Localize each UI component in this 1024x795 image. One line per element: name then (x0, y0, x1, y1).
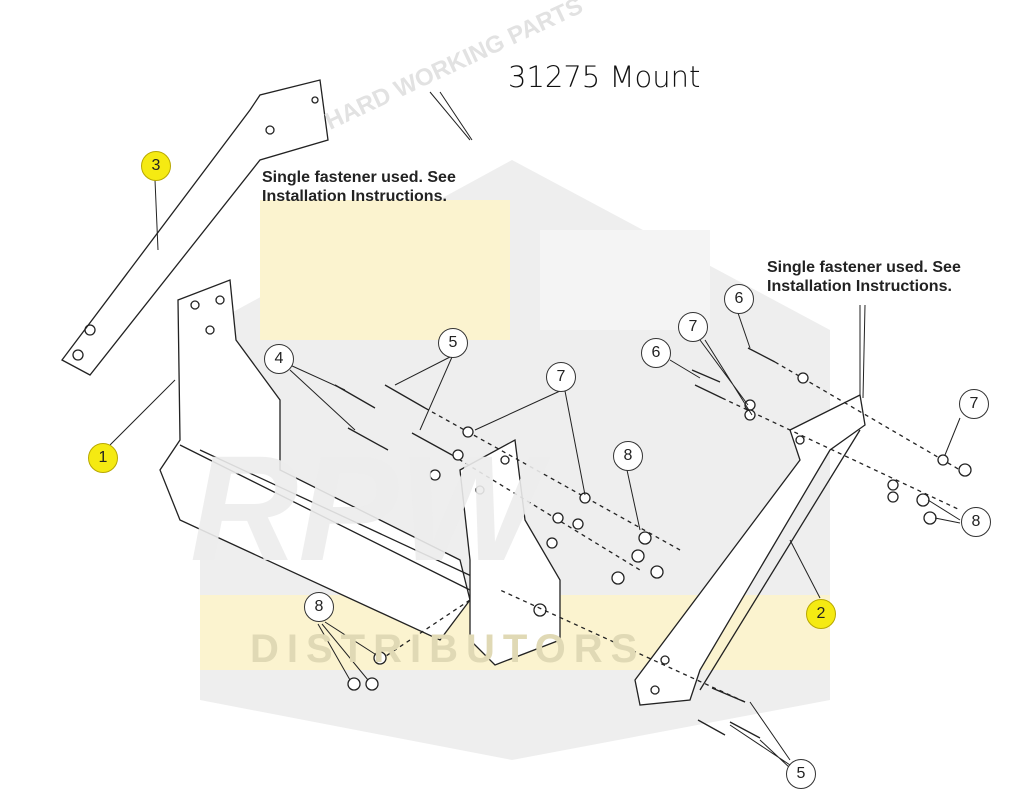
callout-2: 2 (806, 599, 836, 629)
callout-6: 6 (724, 284, 754, 314)
callout-7: 7 (546, 362, 576, 392)
fastener-note-right: Single fastener used. See Installation I… (767, 259, 961, 295)
fastener-note-top: Single fastener used. See Installation I… (262, 169, 456, 205)
callout-3: 3 (141, 151, 171, 181)
callout-6: 6 (641, 338, 671, 368)
diagram-title: 31275 Mount (508, 60, 701, 94)
callout-5: 5 (438, 328, 468, 358)
callout-8: 8 (304, 592, 334, 622)
callout-7: 7 (959, 389, 989, 419)
callout-1: 1 (88, 443, 118, 473)
callout-5: 5 (786, 759, 816, 789)
callout-8: 8 (613, 441, 643, 471)
parts-lines (61, 79, 972, 769)
callout-8: 8 (961, 507, 991, 537)
callout-4: 4 (264, 344, 294, 374)
callout-7: 7 (678, 312, 708, 342)
